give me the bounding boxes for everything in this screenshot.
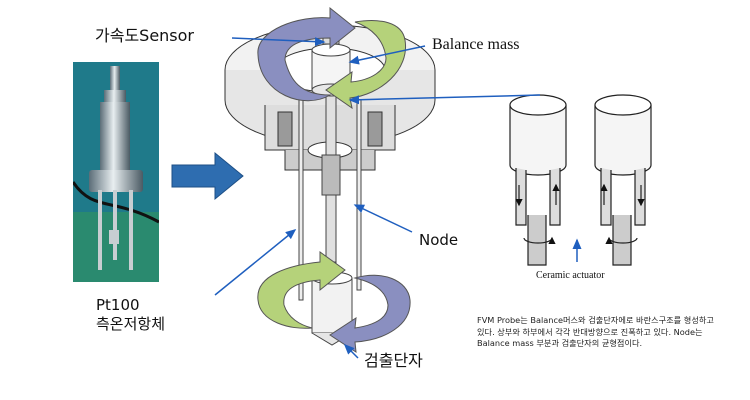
rotation-arrows-top bbox=[257, 6, 406, 110]
node-label: Node bbox=[419, 231, 459, 249]
flow-arrow bbox=[171, 151, 244, 201]
pt100-label-line2: 측온저항체 bbox=[96, 315, 166, 333]
actuator-left bbox=[509, 94, 567, 266]
leader-arrows bbox=[214, 37, 582, 359]
description-text: FVM Probe는 Balance머스와 검출단자에로 바란스구조를 형성하고… bbox=[477, 315, 714, 348]
actuator-right bbox=[594, 94, 652, 266]
rotation-arrows-bottom bbox=[257, 251, 411, 353]
accelerometer-sensor-label: 가속도Sensor bbox=[95, 26, 195, 45]
balance-mass-label: Balance mass bbox=[432, 36, 520, 53]
ceramic-actuator-label: Ceramic actuator bbox=[536, 270, 605, 281]
probe-photo bbox=[73, 62, 159, 282]
detector-terminal-label: 검출단자 bbox=[364, 351, 423, 370]
pt100-label-line1: Pt100 bbox=[96, 296, 140, 314]
pt100-label: Pt100 측온저항체 bbox=[96, 296, 165, 334]
